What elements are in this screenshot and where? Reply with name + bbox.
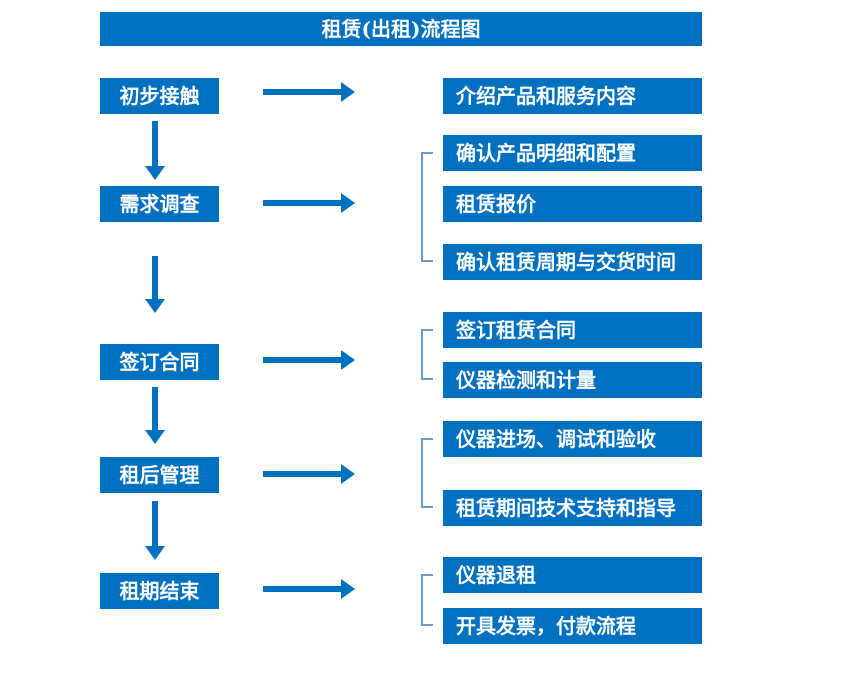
down-arrow-head [145, 166, 165, 180]
bracket-group-rental-end [421, 574, 433, 626]
down-arrow-head [145, 546, 165, 560]
detail-box-rental-quotation: 租赁报价 [443, 186, 702, 222]
down-arrow-head [145, 299, 165, 313]
diagram-title: 租赁(出租)流程图 [100, 12, 702, 46]
right-arrow-3 [263, 350, 355, 370]
right-arrow-head [341, 579, 355, 599]
detail-box-confirm-product-config: 确认产品明细和配置 [443, 135, 702, 171]
down-arrow-shaft [152, 501, 158, 547]
right-arrow-shaft [263, 586, 342, 592]
detail-box-technical-support: 租赁期间技术支持和指导 [443, 490, 702, 526]
detail-box-introduce-products: 介绍产品和服务内容 [443, 78, 702, 114]
right-arrow-4 [263, 464, 355, 484]
right-arrow-head [341, 350, 355, 370]
right-arrow-head [341, 193, 355, 213]
step-box-rental-end: 租期结束 [100, 573, 219, 609]
bracket-group-sign-contract [421, 329, 433, 380]
right-arrow-shaft [263, 357, 342, 363]
right-arrow-1 [263, 82, 355, 102]
right-arrow-5 [263, 579, 355, 599]
right-arrow-shaft [263, 200, 342, 206]
right-arrow-head [341, 82, 355, 102]
step-box-initial-contact: 初步接触 [100, 78, 219, 114]
down-arrow-1 [145, 121, 165, 180]
detail-box-confirm-period-delivery: 确认租赁周期与交货时间 [443, 244, 702, 280]
detail-box-instrument-return: 仪器退租 [443, 557, 702, 593]
step-box-demand-survey: 需求调查 [100, 186, 219, 222]
right-arrow-shaft [263, 89, 342, 95]
right-arrow-shaft [263, 471, 342, 477]
down-arrow-3 [145, 387, 165, 444]
detail-box-sign-rental-contract: 签订租赁合同 [443, 312, 702, 348]
bracket-group-post-rental [421, 438, 433, 508]
detail-box-invoice-payment: 开具发票，付款流程 [443, 608, 702, 644]
step-box-sign-contract: 签订合同 [100, 344, 219, 380]
right-arrow-head [341, 464, 355, 484]
down-arrow-shaft [152, 387, 158, 431]
detail-box-instrument-acceptance: 仪器进场、调试和验收 [443, 421, 702, 457]
down-arrow-2 [145, 256, 165, 313]
detail-box-instrument-testing: 仪器检测和计量 [443, 362, 702, 398]
down-arrow-shaft [152, 121, 158, 167]
down-arrow-head [145, 430, 165, 444]
bracket-group-demand-survey [421, 152, 433, 262]
step-box-post-rental-management: 租后管理 [100, 457, 219, 493]
down-arrow-4 [145, 501, 165, 560]
right-arrow-2 [263, 193, 355, 213]
down-arrow-shaft [152, 256, 158, 300]
